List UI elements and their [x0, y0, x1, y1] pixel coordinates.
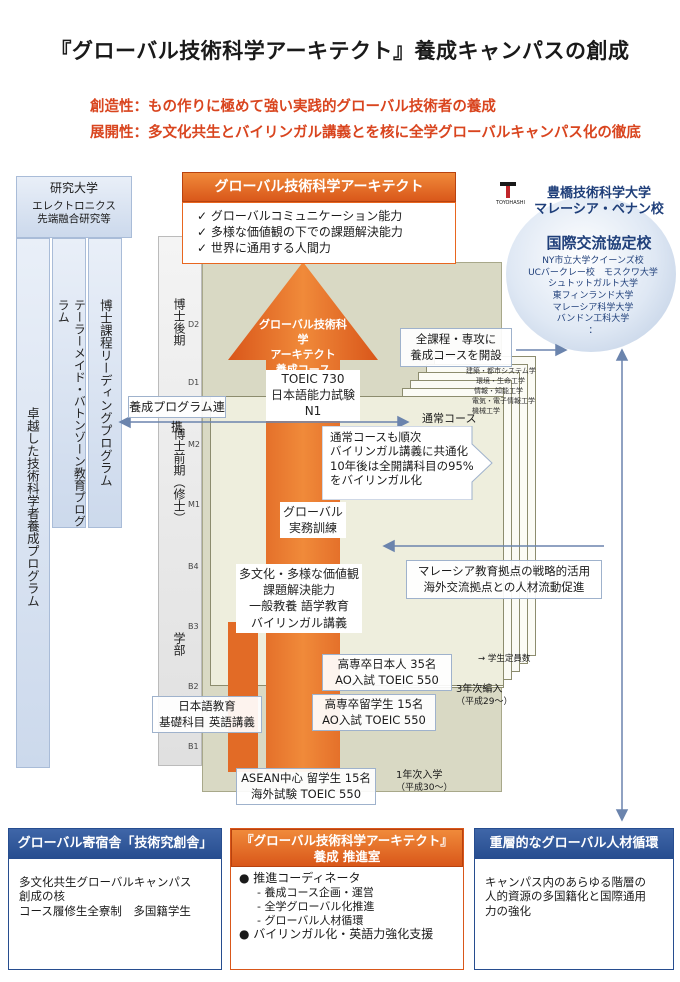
multicultural-box: 多文化・多様な価値観 課題解決能力 一般教養 語学教育 バイリンガル講義 — [236, 564, 362, 633]
program-column-outstanding: 卓越した技術科学者養成プログラム — [16, 238, 50, 768]
malaysia-strategy-box: マレーシア教育拠点の戦略的活用 海外交流拠点との人材流動促進 — [406, 560, 602, 600]
partner-globe — [506, 196, 676, 352]
degree-master: 博士前期（修士） — [172, 428, 186, 524]
degree-ladder — [158, 236, 202, 766]
kosen-intl-admission: 高専卒留学生 15名 AO入試 TOEIC 550 — [312, 694, 436, 732]
program-link-label: 養成プログラム連携 — [128, 396, 226, 434]
degree-undergrad: 学部 — [172, 632, 186, 656]
level-b2: B2 — [188, 682, 199, 691]
research-sub-2: 先端融合研究等 — [37, 213, 111, 226]
level-b3: B3 — [188, 622, 199, 631]
level-b1: B1 — [188, 742, 199, 751]
talent-circulation-title: 重層的なグローバル人材循環 — [475, 829, 673, 859]
field-architecture: 建築・都市システム学 — [466, 367, 536, 375]
field-electrical: 電気・電子情報工学 — [472, 397, 535, 405]
bilingual-text: 通常コースも順次 バイリンガル講義に共通化 10年後は全開講科目の95% をバイ… — [330, 430, 474, 488]
program-leading-label: 博士課程リーディングプログラム — [97, 299, 113, 487]
talent-circulation-panel: 重層的なグローバル人材循環 キャンパス内のあらゆる階層の 人的資源の多国籍化と国… — [474, 828, 674, 970]
toyohashi-logo-icon — [498, 180, 518, 202]
architect-title-bar: グローバル技術科学アーキテクト — [182, 172, 456, 202]
japanese-education-box: 日本語教育 基礎科目 英語講義 — [152, 696, 262, 734]
asean-admission: ASEAN中心 留学生 15名 海外試験 TOEIC 550 — [236, 768, 376, 806]
promotion-office-title: 『グローバル技術科学アーキテクト』 養成 推進室 — [231, 829, 463, 867]
objective-creativity: 創造性：もの作りに極めて強い実践的グローバル技術者の養成 — [90, 99, 496, 115]
toeic-requirement: TOEIC 730 日本語能力試験 N1 — [266, 370, 360, 421]
dormitory-title: グローバル寄宿舎「技術究創舎」 — [9, 829, 221, 859]
field-list: 建築・都市システム学 環境・生命工学 情報・知能工学 電気・電子情報工学 機械工… — [466, 366, 536, 416]
dormitory-panel: グローバル寄宿舎「技術究創舎」 多文化共生グローバルキャンパス 創成の核 コース… — [8, 828, 222, 970]
all-course-box: 全課程・専攻に 養成コースを開設 — [400, 328, 512, 368]
first-year-entry: 1年次入学 （平成30〜） — [396, 770, 453, 793]
regular-course-label: 通常コース — [422, 412, 477, 425]
level-b4: B4 — [188, 562, 199, 571]
level-d2: D2 — [188, 320, 200, 329]
promotion-office-panel: 『グローバル技術科学アーキテクト』 養成 推進室 ● 推進コーディネータ - 養… — [230, 828, 464, 970]
level-d1: D1 — [188, 378, 200, 387]
field-mechanical: 機械工学 — [472, 407, 500, 415]
third-year-transfer: 3年次編入 （平成29〜） — [456, 684, 513, 707]
toyohashi-logo-text: TOYOHASHI — [496, 200, 526, 206]
field-environment: 環境・生命工学 — [476, 377, 525, 385]
program-tailormade-label: テーラーメイド・バトンゾーン教育プログラム — [56, 299, 87, 527]
program-column-tailormade: テーラーメイド・バトンゾーン教育プログラム — [52, 238, 86, 528]
research-university-label: 研究大学 — [49, 181, 98, 195]
field-information: 情報・知能工学 — [474, 387, 523, 395]
abilities-box: ✓ グローバルコミュニケーション能力 ✓ 多様な価値観の下での課題解決能力 ✓ … — [182, 202, 456, 264]
page-title: 『グローバル技術科学アーキテクト』養成キャンパスの創成 — [50, 39, 630, 63]
capacity-label: → 学生定員数 — [478, 654, 531, 664]
degree-doctoral: 博士後期 — [172, 298, 186, 346]
ability-human: ✓ 世界に通用する人間力 — [197, 241, 331, 256]
program-outstanding-label: 卓越した技術科学者養成プログラム — [24, 407, 40, 607]
agreement-label: 国際交流協定校 — [546, 234, 652, 252]
research-sub-1: エレクトロニクス — [32, 200, 116, 212]
ability-communication: ✓ グローバルコミュニケーション能力 — [197, 209, 403, 223]
partner-university-list: NY市立大学クイーンズ校 UCバークレー校 モスクワ大学 シュトットガルト大学 … — [528, 256, 658, 337]
program-column-leading: 博士課程リーディングプログラム — [88, 238, 122, 528]
level-m2: M2 — [188, 440, 200, 449]
ability-problem-solving: ✓ 多様な価値観の下での課題解決能力 — [197, 225, 403, 240]
global-training-box: グローバル 実務訓練 — [280, 502, 346, 539]
level-m1: M1 — [188, 500, 200, 509]
bilingual-arrow-box — [322, 426, 493, 500]
campus-name: 豊橋技術科学大学 マレーシア・ペナン校 — [534, 186, 664, 218]
research-university-box: 研究大学 エレクトロニクス 先端融合研究等 — [16, 176, 132, 238]
objective-expansion: 展開性：多文化共生とバイリンガル講義とを核に全学グローバルキャンパス化の徹底 — [90, 125, 641, 141]
kosen-japanese-admission: 高専卒日本人 35名 AO入試 TOEIC 550 — [322, 654, 452, 692]
